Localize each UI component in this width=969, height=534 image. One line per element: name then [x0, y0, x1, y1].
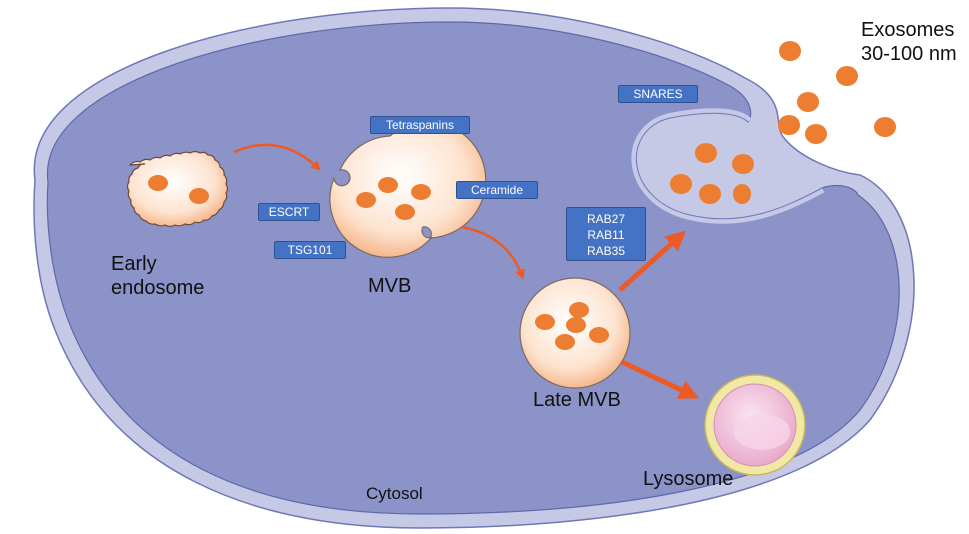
arrow-early-to-mvb — [233, 143, 321, 171]
late-mvb-cargo-2 — [569, 302, 589, 318]
tag-ceramide: Ceramide — [456, 181, 538, 199]
label-early-endosome: Early endosome — [111, 252, 204, 300]
exosome-5 — [805, 124, 827, 144]
late-mvb-cargo-3 — [566, 317, 586, 333]
tag-rab35: RAB35 — [586, 244, 626, 258]
exosome-6 — [874, 117, 896, 137]
mvb-cargo-3 — [411, 184, 431, 200]
fusion-pocket-outline — [635, 112, 823, 220]
mvb-cargo-2 — [378, 177, 398, 193]
early-endosome-cargo-2 — [189, 188, 209, 204]
early-endosome-cargo-1 — [148, 175, 168, 191]
mvb-cargo-4 — [395, 204, 415, 220]
pocket-vesicle-1 — [695, 143, 717, 163]
exosome-2 — [836, 66, 858, 86]
tag-escrt: ESCRT — [258, 203, 320, 221]
label-early-endosome-line1: Early — [111, 253, 157, 275]
label-exosomes-line1: Exosomes — [861, 19, 955, 41]
tag-rab27: RAB27 — [586, 212, 626, 226]
label-cytosol: Cytosol — [366, 484, 423, 503]
pocket-vesicle-4 — [699, 184, 721, 204]
label-early-endosome-line2: endosome — [111, 277, 205, 299]
exosome-3 — [797, 92, 819, 112]
early-endosome — [126, 150, 229, 228]
mvb-vesicle — [329, 121, 487, 258]
tag-rab11: RAB11 — [587, 228, 625, 242]
label-lysosome: Lysosome — [643, 468, 734, 490]
tag-tsg101: TSG101 — [274, 241, 346, 259]
label-exosomes: Exosomes 30-100 nm — [861, 18, 957, 66]
tag-tetraspanins: Tetraspanins — [370, 116, 470, 134]
arrow-late-to-lysosome — [620, 359, 700, 399]
pocket-vesicle-5 — [733, 184, 751, 204]
arrow-late-to-exocytosis — [618, 230, 686, 292]
pocket-vesicle-2 — [732, 154, 754, 174]
late-mvb-cargo-1 — [535, 314, 555, 330]
tag-snares: SNARES — [618, 85, 698, 103]
arrow-mvb-to-late — [461, 225, 525, 280]
mvb-cargo-1 — [356, 192, 376, 208]
exosome-4 — [778, 115, 800, 135]
tag-rab-group: RAB27 RAB11 RAB35 — [566, 207, 646, 261]
exosome-1 — [779, 41, 801, 61]
label-late-mvb: Late MVB — [533, 389, 621, 411]
label-exosomes-line2: 30-100 nm — [861, 43, 957, 65]
label-mvb: MVB — [368, 275, 412, 297]
lysosome-highlight — [734, 414, 790, 450]
late-mvb-cargo-5 — [555, 334, 575, 350]
pocket-vesicle-3 — [670, 174, 692, 194]
late-mvb-cargo-4 — [589, 327, 609, 343]
late-mvb-vesicle — [519, 277, 631, 389]
